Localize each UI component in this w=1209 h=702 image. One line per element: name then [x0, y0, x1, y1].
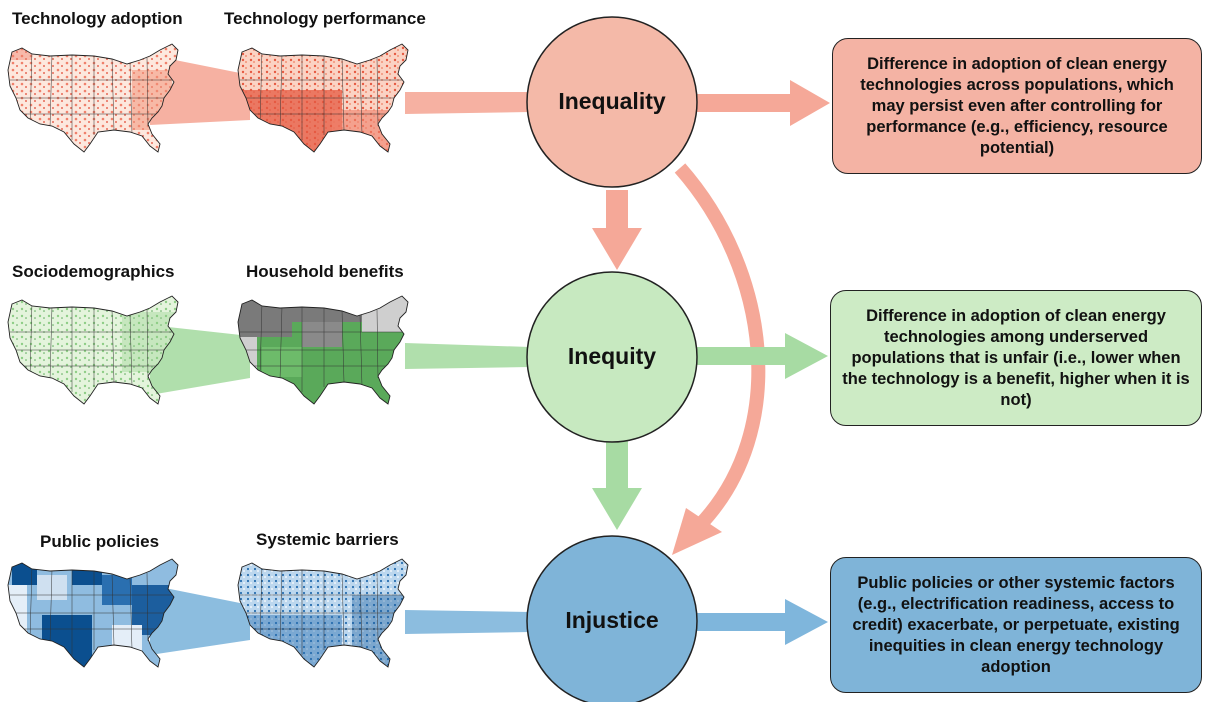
map-sociodemographics: [7, 295, 179, 405]
arrow-injustice-to-box: [695, 599, 828, 645]
arrow-inequality-to-inequity: [592, 190, 642, 270]
flow-band-inequity: [150, 325, 530, 395]
circle-inequity: [526, 271, 698, 443]
map-systemic-barriers: [237, 558, 409, 668]
label-public-policies: Public policies: [40, 532, 160, 551]
label-technology-adoption: Technology adoption: [12, 9, 183, 28]
map-public-policies: [7, 558, 179, 668]
arrow-inequity-to-injustice: [592, 440, 642, 530]
circle-inequality: [526, 16, 698, 188]
map-technology-performance: [237, 43, 409, 153]
map-household-benefits: [237, 295, 409, 405]
arrow-inequality-to-box: [695, 80, 830, 126]
flow-band-inequality: [150, 55, 530, 125]
circle-label-inequality: Inequality: [558, 88, 666, 114]
definition-box-inequity: Difference in adoption of clean energy t…: [830, 290, 1202, 426]
map-technology-adoption: [7, 43, 179, 153]
arrow-inequity-to-box: [695, 333, 828, 379]
circle-label-inequity: Inequity: [567, 343, 657, 369]
definition-box-injustice: Public policies or other systemic factor…: [830, 557, 1202, 693]
label-technology-performance: Technology performance: [224, 9, 426, 28]
circle-injustice: [526, 535, 698, 702]
circle-label-injustice: Injustice: [565, 607, 659, 633]
flow-band-injustice: [150, 585, 530, 655]
label-systemic-barriers: Systemic barriers: [256, 530, 399, 549]
definition-box-inequality: Difference in adoption of clean energy t…: [832, 38, 1202, 174]
label-household-benefits: Household benefits: [246, 262, 404, 281]
label-sociodemographics: Sociodemographics: [12, 262, 175, 281]
